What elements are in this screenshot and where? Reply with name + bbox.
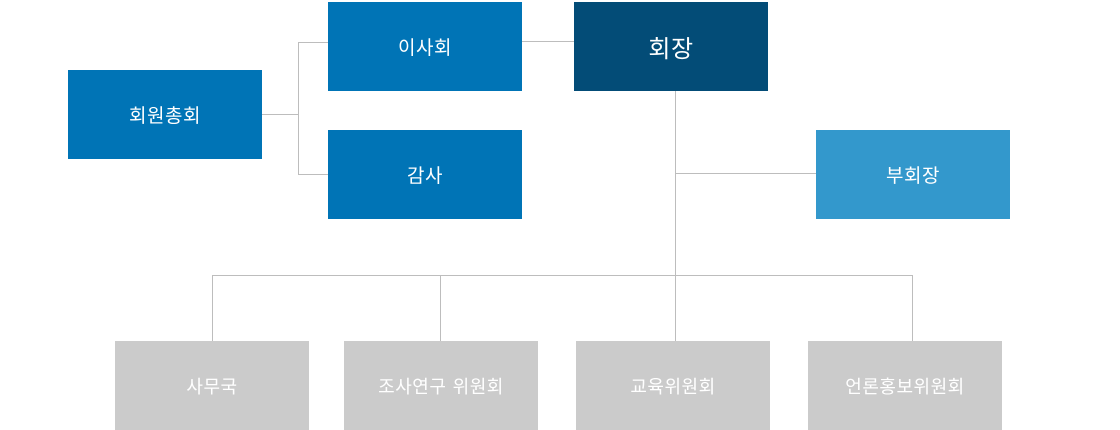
connector-to-vice-chairman bbox=[675, 173, 816, 174]
general-assembly-box: 회원총회 bbox=[68, 70, 262, 159]
education-committee-box: 교육위원회 bbox=[576, 341, 770, 430]
connector-assembly-horizontal bbox=[262, 114, 299, 115]
research-committee-box: 조사연구 위원회 bbox=[344, 341, 538, 430]
connector-chairman-trunk bbox=[675, 91, 676, 341]
connector-to-department-1 bbox=[212, 275, 213, 341]
connector-to-audit bbox=[298, 174, 328, 175]
vice-chairman-box: 부회장 bbox=[816, 130, 1010, 219]
secretariat-box: 사무국 bbox=[115, 341, 309, 430]
connector-departments-bus bbox=[212, 275, 913, 276]
connector-board-chairman bbox=[522, 41, 574, 42]
board-box: 이사회 bbox=[328, 2, 522, 91]
audit-box: 감사 bbox=[328, 130, 522, 219]
chairman-box: 회장 bbox=[574, 2, 768, 91]
connector-to-department-4 bbox=[912, 275, 913, 341]
connector-assembly-vertical bbox=[298, 42, 299, 175]
press-pr-committee-box: 언론홍보위원회 bbox=[808, 341, 1002, 430]
connector-to-board bbox=[298, 42, 328, 43]
connector-to-department-2 bbox=[440, 275, 441, 341]
